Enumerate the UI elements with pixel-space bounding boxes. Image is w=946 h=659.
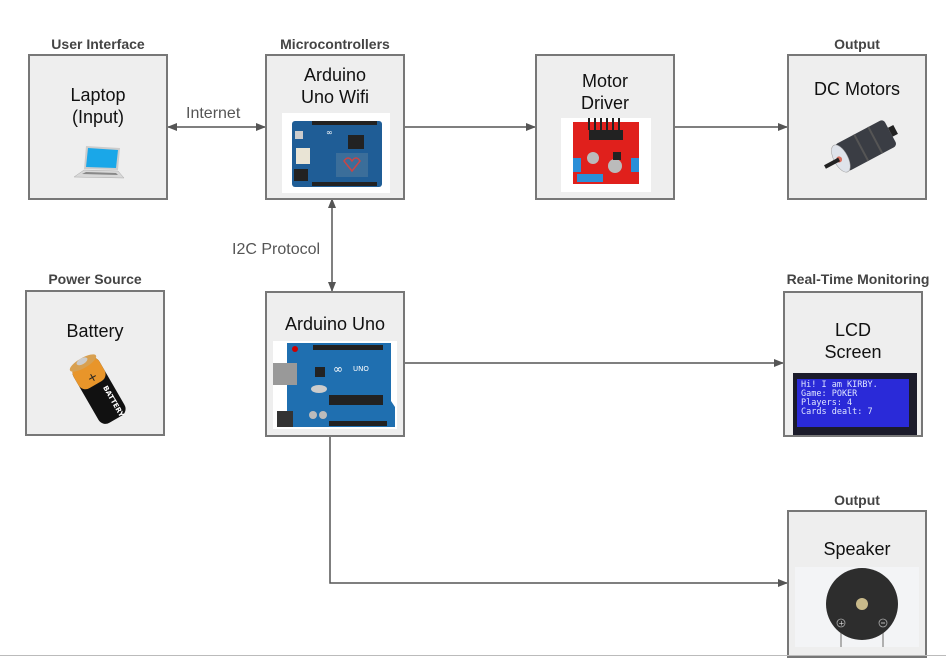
node-title: Arduino Uno [284,314,386,334]
node-title: Speaker [823,539,891,559]
node-lcd-screen[interactable]: LCD Screen Hi! I am KIRBY. Game: POKER P… [783,291,923,437]
svg-text:UNO: UNO [353,365,369,373]
arduino-uno-board: ∞ UNO [273,341,397,429]
svg-text:∞: ∞ [326,128,333,137]
node-subtitle: Uno Wifi [300,87,369,107]
node-dc-motors[interactable]: DC Motors [787,54,927,200]
node-motor-driver[interactable]: Motor Driver [535,54,675,200]
bottom-divider [0,655,946,656]
node-battery[interactable]: Battery + BATTERY [25,290,165,436]
arduino-uno-wifi-board: ∞ [282,113,390,193]
laptop-icon [73,146,125,179]
speaker-buzzer: + [795,567,919,647]
svg-text:∞: ∞ [333,362,343,376]
node-title: Battery [66,321,124,341]
node-arduino-uno-wifi[interactable]: Arduino Uno Wifi ∞ [265,54,405,200]
category-output: Output [834,36,880,52]
node-subtitle: (Input) [71,107,125,127]
dc-motor [824,120,898,173]
category-real-time-monitoring: Real-Time Monitoring [786,271,930,287]
node-subtitle: Screen [824,342,882,362]
battery-icon: + BATTERY [69,354,126,424]
category-power-source: Power Source [48,271,142,287]
edge-uno-speaker [329,436,788,587]
lcd-line: Game: POKER [801,389,858,399]
edge-label-i2c: I2C Protocol [232,241,321,258]
motor-driver-board [561,118,651,192]
node-title: Motor [581,71,628,91]
category-output: Output [834,492,880,508]
lcd-display: Hi! I am KIRBY. Game: POKER Players: 4 C… [793,373,917,435]
node-title: DC Motors [813,79,900,99]
category-microcontrollers: Microcontrollers [280,36,390,52]
node-laptop[interactable]: Laptop (Input) [28,54,168,200]
node-title: Laptop [70,85,126,105]
node-arduino-uno[interactable]: Arduino Uno ∞ UNO [265,291,405,437]
node-title: Arduino [303,65,367,85]
edge-label-internet: Internet [186,105,241,122]
node-subtitle: Driver [581,93,629,113]
lcd-line: Cards dealt: 7 [801,407,873,417]
lcd-line: Players: 4 [801,398,853,408]
lcd-line: Hi! I am KIRBY. [801,380,878,390]
svg-text:+: + [839,620,845,628]
node-title: LCD [834,320,871,340]
node-speaker[interactable]: Speaker + [787,510,927,658]
category-user-interface: User Interface [51,36,145,52]
